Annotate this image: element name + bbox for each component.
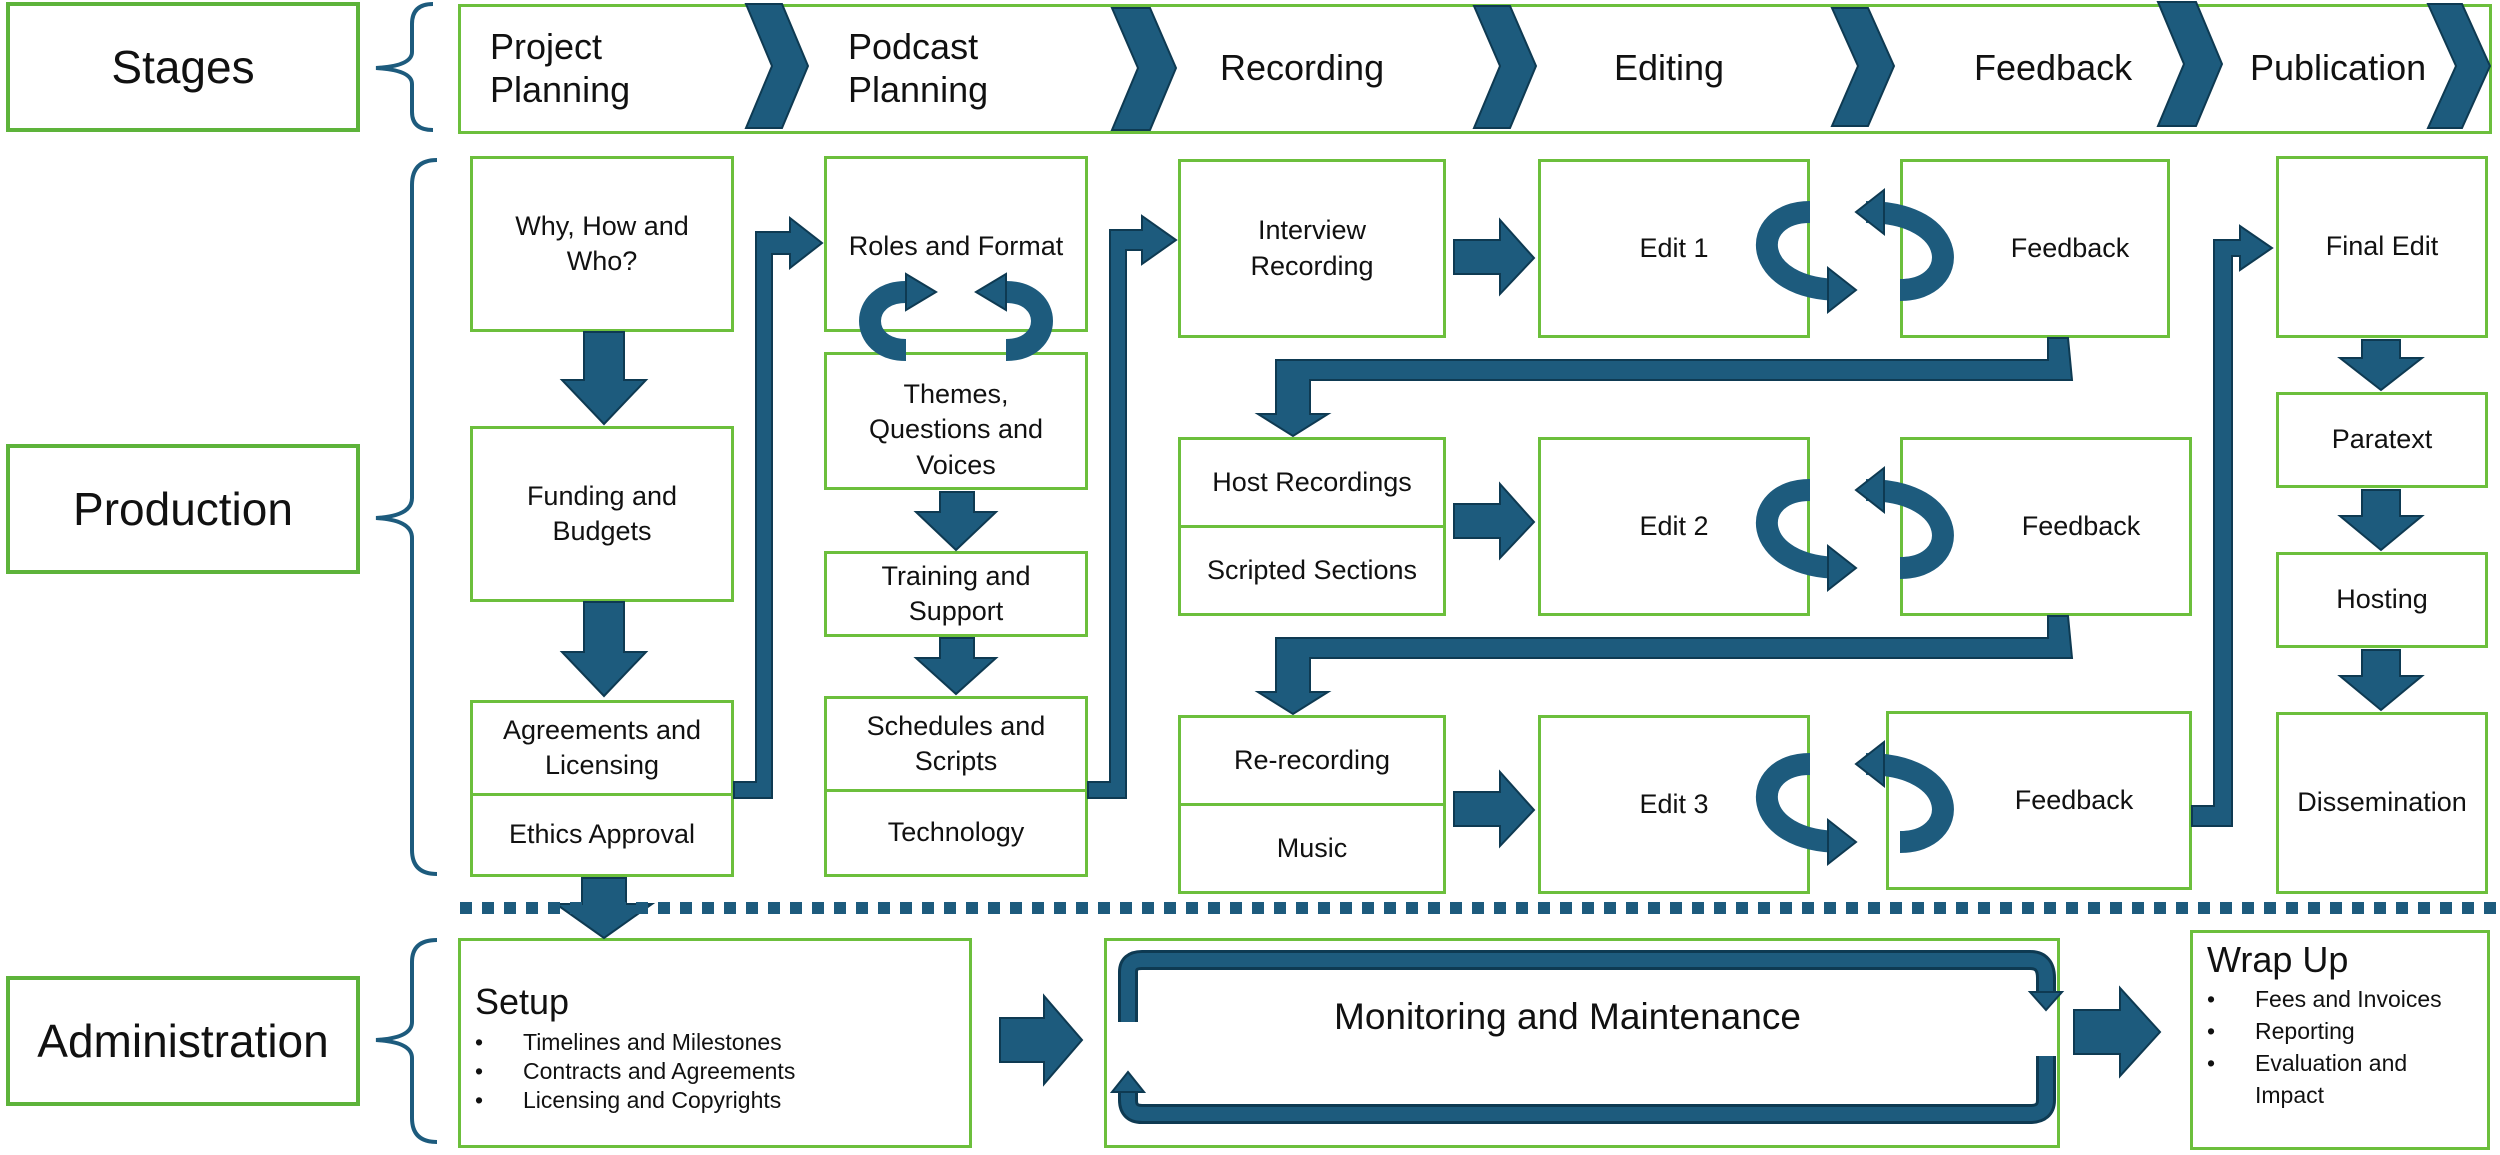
down-arrow [2337, 489, 2425, 552]
box-dissemination: Dissemination [2276, 712, 2488, 894]
box-host-recordings: Host Recordings [1178, 437, 1446, 528]
box-agreements-licensing: Agreements and Licensing [470, 700, 734, 796]
stages-label: Stages [6, 2, 360, 132]
box-re-recording: Re-recording [1178, 715, 1446, 806]
stage-publication: Publication [2250, 47, 2427, 89]
stage-chevron [1830, 7, 1896, 127]
right-arrow [999, 993, 1084, 1087]
production-label: Production [6, 444, 360, 574]
cycle-arrowhead [905, 272, 938, 312]
elbow-arrow [1254, 615, 2074, 716]
box-training-support: Training and Support [824, 551, 1088, 637]
wrapup-title: Wrap Up [2207, 939, 2349, 980]
box-funding-budgets: Funding and Budgets [470, 426, 734, 602]
cycle-edit-3 [1755, 739, 1954, 867]
cycle-edit-1 [1755, 187, 1954, 315]
down-arrow [559, 331, 649, 426]
box-final-edit: Final Edit [2276, 156, 2488, 338]
elbow-arrow [2191, 224, 2274, 827]
down-arrow [2337, 649, 2425, 712]
monitoring-title: Monitoring and Maintenance [1334, 996, 1801, 1037]
right-arrow [1453, 769, 1536, 849]
monitoring-loop-arrowhead [1109, 1070, 1147, 1093]
stage-chevron [1110, 7, 1178, 131]
stage-chevron [1472, 5, 1538, 129]
wrapup-list: Fees and Invoices Reporting Evaluation a… [2207, 983, 2442, 1111]
elbow-arrow [733, 215, 824, 799]
right-arrow [1453, 481, 1536, 561]
elbow-arrow [1254, 337, 2074, 438]
setup-item: Licensing and Copyrights [475, 1086, 795, 1115]
wrapup-item: Reporting [2207, 1015, 2442, 1047]
wrapup-item: Evaluation and Impact [2207, 1047, 2442, 1111]
box-scripted-sections: Scripted Sections [1178, 525, 1446, 616]
monitoring-loop-top [1118, 950, 2056, 1022]
stage-podcast-planning: Podcast Planning [848, 25, 989, 110]
box-paratext: Paratext [2276, 392, 2488, 488]
wrapup-item: Fees and Invoices [2207, 983, 2442, 1015]
stage-recording: Recording [1220, 47, 1385, 89]
box-hosting: Hosting [2276, 552, 2488, 648]
stages-brace [375, 2, 434, 132]
box-wrap-up: Wrap Up Fees and Invoices Reporting Eval… [2190, 930, 2490, 1150]
monitoring-loop-bottom [1118, 1056, 2056, 1124]
cycle-icon [1005, 281, 1053, 361]
box-themes-questions: Themes, Questions and Voices [824, 352, 1088, 490]
production-brace [375, 158, 438, 876]
down-arrow [913, 637, 999, 696]
stage-editing: Editing [1614, 47, 1725, 89]
cycle-icon [859, 281, 907, 361]
down-arrow [2337, 339, 2425, 392]
setup-item: Timelines and Milestones [475, 1028, 795, 1057]
cycle-arrowhead [974, 272, 1007, 312]
setup-list: Timelines and Milestones Contracts and A… [475, 1028, 795, 1115]
administration-brace [375, 938, 438, 1144]
administration-label: Administration [6, 976, 360, 1106]
box-music: Music [1178, 803, 1446, 894]
down-arrow [913, 491, 999, 552]
setup-item: Contracts and Agreements [475, 1057, 795, 1086]
right-arrow [2073, 985, 2162, 1079]
elbow-arrow [1087, 214, 1178, 799]
box-interview-recording: Interview Recording [1178, 159, 1446, 338]
cycle-edit-2 [1755, 465, 1954, 593]
setup-title: Setup [475, 981, 570, 1022]
box-why-how-who: Why, How and Who? [470, 156, 734, 332]
monitoring-loop-arrowhead [2027, 991, 2065, 1012]
stage-feedback: Feedback [1974, 47, 2133, 89]
down-arrow [559, 601, 649, 698]
stage-project-planning: Project Planning [490, 25, 631, 110]
stage-chevron [744, 3, 810, 129]
box-ethics-approval: Ethics Approval [470, 793, 734, 877]
stage-chevron [2156, 1, 2224, 127]
box-setup: Setup Timelines and Milestones Contracts… [458, 938, 972, 1148]
box-schedules-scripts: Schedules and Scripts [824, 696, 1088, 792]
box-technology: Technology [824, 789, 1088, 877]
stage-chevron [2426, 3, 2492, 129]
right-arrow [1453, 217, 1536, 297]
